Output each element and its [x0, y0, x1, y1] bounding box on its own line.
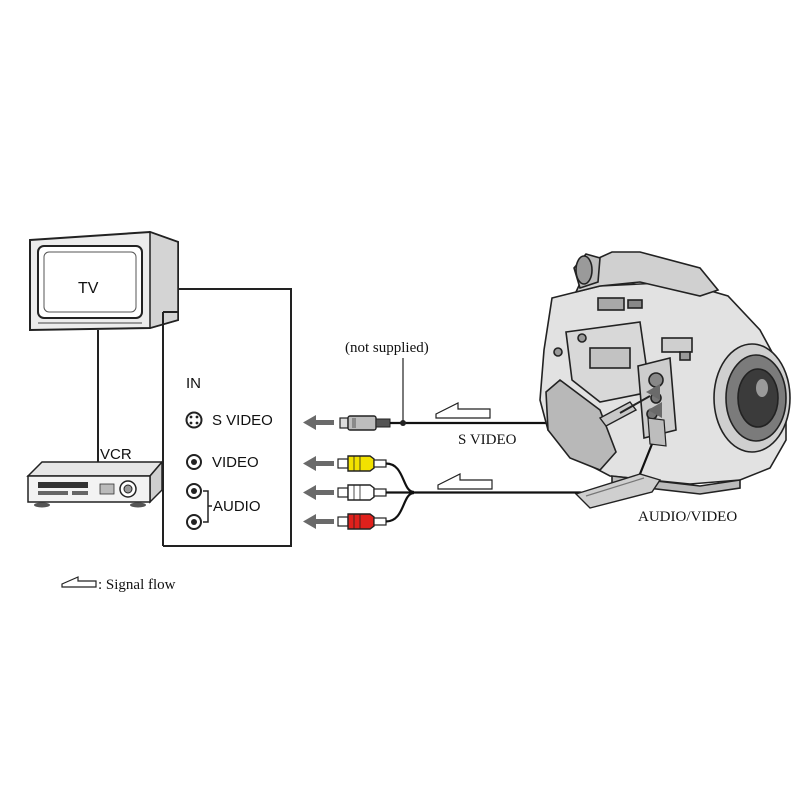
legend: : Signal flow	[61, 576, 176, 593]
camcorder-s-video-connector	[598, 395, 651, 427]
audio-right-plug-red	[337, 513, 387, 530]
audio-ports: AUDIO	[186, 483, 261, 530]
tv-label: TV	[78, 280, 99, 297]
vcr-unit: VCR	[26, 446, 164, 508]
audio-right-arrow-icon	[303, 514, 334, 529]
audio-left-arrow-icon	[303, 485, 334, 500]
tv-set: TV	[29, 230, 179, 332]
s-video-plug	[339, 415, 391, 431]
av-flow-icon	[437, 473, 493, 490]
s-video-port: S VIDEO	[185, 411, 273, 429]
signal-flow-legend-icon	[61, 576, 97, 588]
s-video-cable-label: S VIDEO	[458, 432, 517, 448]
camcorder-jack-arrows	[646, 384, 662, 418]
tv-panel-link	[163, 288, 292, 547]
in-label: IN	[186, 375, 201, 392]
audio-port-label: AUDIO	[213, 498, 261, 515]
video-port: VIDEO	[186, 454, 259, 471]
video-plug-yellow	[337, 455, 387, 472]
audio-left-plug-white	[337, 484, 387, 501]
s-video-flow-icon	[435, 402, 491, 419]
camcorder-arrow-icon	[646, 384, 660, 400]
video-arrow-icon	[303, 456, 334, 471]
camcorder-arrow-icon	[648, 402, 662, 418]
audio-video-jack-label: AUDIO/VIDEO	[638, 509, 737, 525]
not-supplied-label: (not supplied)	[345, 340, 429, 356]
camcorder	[539, 251, 791, 495]
video-port-label: VIDEO	[212, 454, 259, 471]
camcorder-av-connector	[574, 417, 667, 509]
signal-arrows	[303, 415, 334, 529]
legend-label: : Signal flow	[98, 577, 176, 593]
s-video-port-label: S VIDEO	[212, 412, 273, 429]
audio-bracket	[203, 490, 212, 523]
s-video-arrow-icon	[303, 415, 334, 430]
s-video-port-icon	[185, 411, 203, 429]
vcr-label: VCR	[100, 446, 132, 463]
av-cable	[385, 462, 591, 523]
